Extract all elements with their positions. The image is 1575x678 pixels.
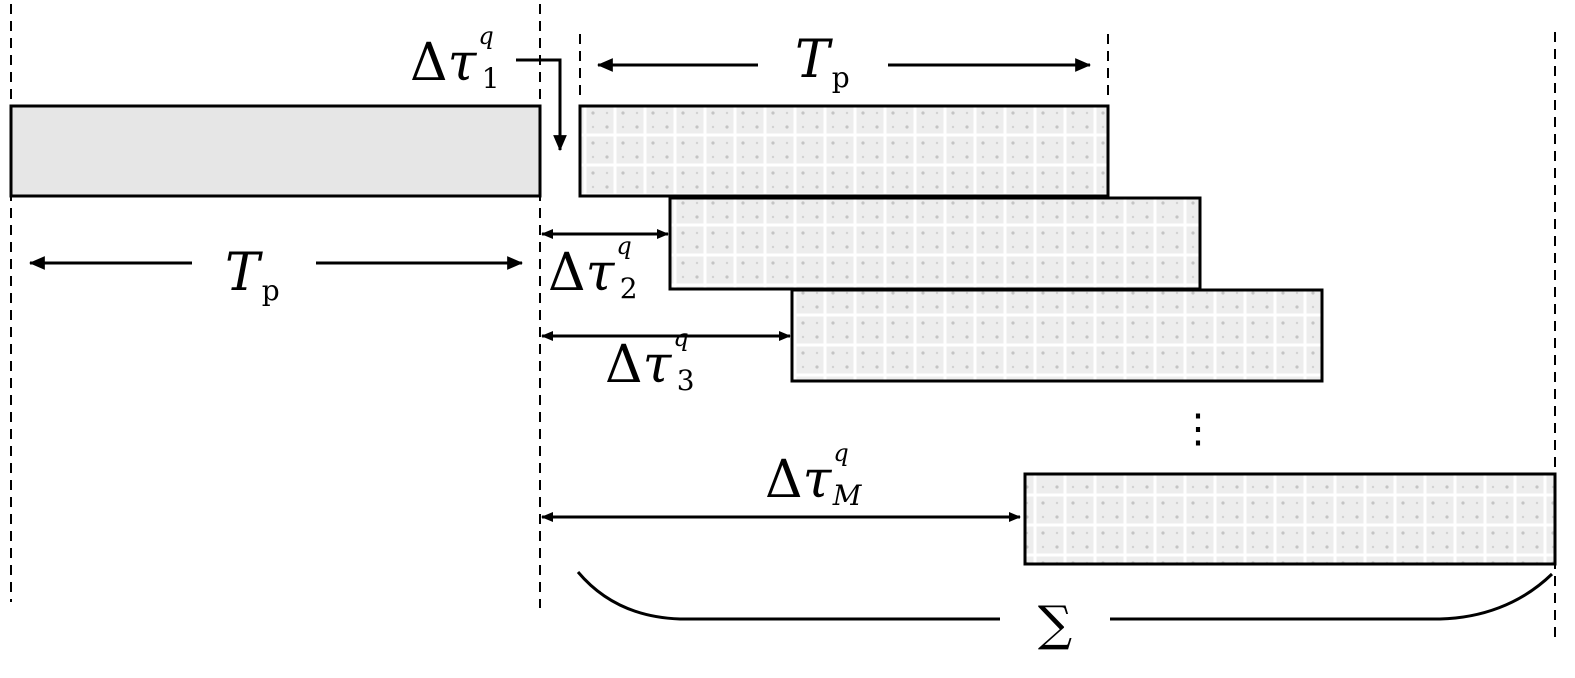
delay-arrow-1 xyxy=(516,58,567,152)
delayed-pulse-1 xyxy=(578,104,1110,198)
delayed-pulse-2 xyxy=(668,196,1202,291)
tp-label-left: Tp xyxy=(225,243,280,307)
sum-symbol: ∑ xyxy=(1038,596,1072,652)
tp-label-top: Tp xyxy=(795,30,850,94)
reference-pulse xyxy=(9,104,542,198)
delayed-pulse-m xyxy=(1023,472,1557,566)
sum-brace-left xyxy=(576,571,1000,621)
ellipsis: ⋮ xyxy=(1178,406,1218,452)
sum-brace-right xyxy=(1110,572,1554,621)
delayed-pulse-3 xyxy=(790,288,1324,383)
